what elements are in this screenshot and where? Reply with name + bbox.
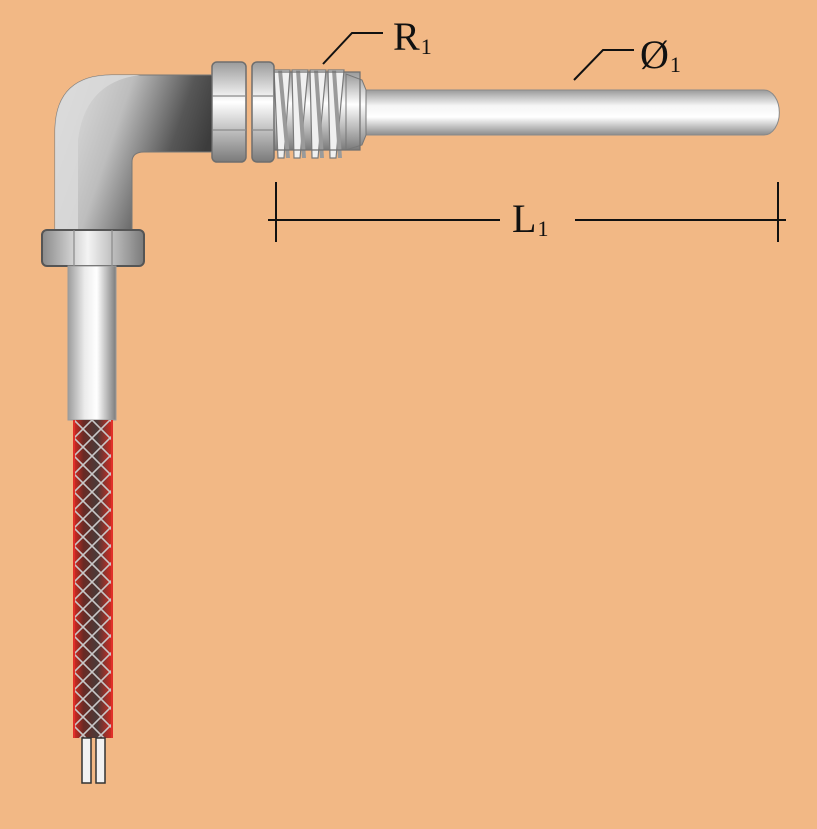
diameter-label: Ø1 bbox=[640, 32, 681, 77]
probe-rod bbox=[361, 89, 780, 136]
wire-leads bbox=[81, 737, 106, 784]
thread-leader-line bbox=[322, 32, 383, 65]
thread-label: R1 bbox=[393, 14, 432, 59]
hex-nut-upper bbox=[211, 61, 275, 163]
length-label: L1 bbox=[512, 196, 548, 241]
thread-fitting bbox=[271, 69, 367, 159]
braided-cable bbox=[73, 420, 113, 738]
hex-nut-lower bbox=[41, 229, 145, 267]
length-dimension bbox=[268, 182, 786, 242]
diameter-leader-line bbox=[573, 49, 634, 81]
protective-tube bbox=[67, 265, 117, 421]
